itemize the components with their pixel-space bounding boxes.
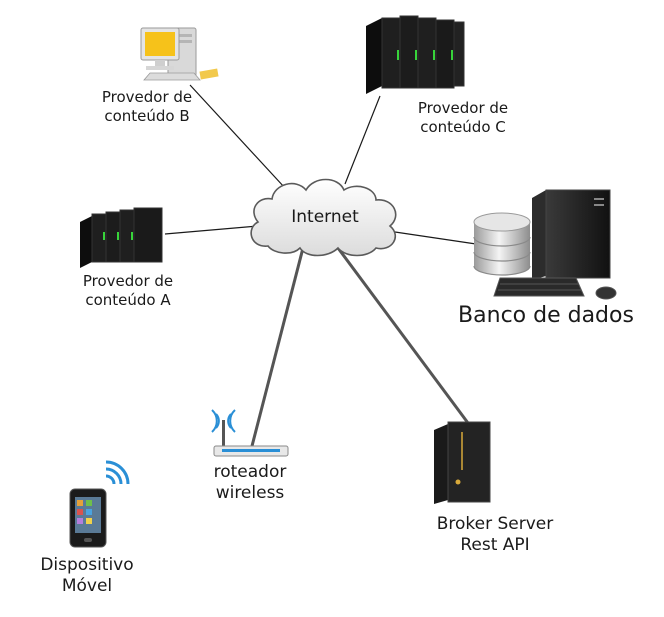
provider-b-label: Provedor de conteúdo B xyxy=(82,88,212,126)
mobile-device-icon xyxy=(69,488,107,548)
router-line1: roteador xyxy=(213,462,287,482)
link-provider-b xyxy=(189,84,286,189)
internet-label: Internet xyxy=(291,207,359,227)
provider-b-line2: conteúdo B xyxy=(104,106,190,125)
broker-label: Broker Server Rest API xyxy=(410,514,580,557)
wireless-router-icon xyxy=(211,409,289,457)
link-router xyxy=(250,247,305,447)
mouse-icon xyxy=(595,286,617,300)
provider-b-line1: Provedor de xyxy=(101,88,193,106)
keyboard-icon xyxy=(493,277,585,297)
provider-a-line1: Provedor de xyxy=(82,272,174,290)
router-line2: wireless xyxy=(215,483,285,504)
database-icon xyxy=(473,212,531,276)
provider-c-label: Provedor de conteúdo C xyxy=(398,99,528,137)
workstation-tower-icon xyxy=(532,189,611,280)
internet-cloud xyxy=(250,178,397,257)
provider-c-line2: conteúdo C xyxy=(420,117,506,136)
provider-a-label: Provedor de conteúdo A xyxy=(63,272,193,310)
broker-line1: Broker Server xyxy=(436,514,554,534)
router-label: roteador wireless xyxy=(190,462,310,505)
provider-c-line1: Provedor de xyxy=(417,99,509,117)
wifi-signal-icon xyxy=(105,460,130,485)
link-database xyxy=(394,231,477,245)
broker-line2: Rest API xyxy=(460,535,530,556)
server-tower-icon xyxy=(434,421,491,504)
provider-a-line2: conteúdo A xyxy=(85,290,171,309)
mobile-line2: Móvel xyxy=(61,576,113,597)
database-label: Banco de dados xyxy=(458,303,634,328)
server-rack-icon xyxy=(366,15,465,94)
mobile-line1: Dispositivo xyxy=(40,555,134,575)
link-provider-a xyxy=(164,225,259,235)
link-broker xyxy=(336,247,470,424)
mobile-label: Dispositivo Móvel xyxy=(22,555,152,598)
server-rack-icon xyxy=(80,207,163,268)
desktop-computer-icon xyxy=(140,27,219,81)
links xyxy=(164,84,477,447)
link-provider-c xyxy=(344,95,381,185)
